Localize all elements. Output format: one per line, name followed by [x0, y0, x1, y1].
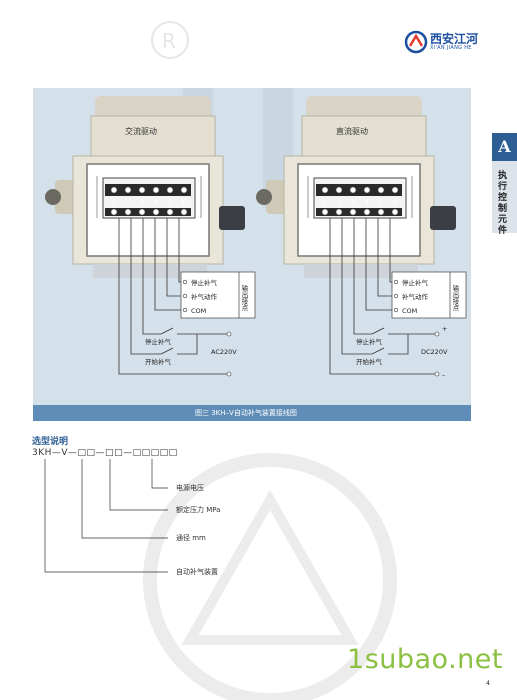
ac-terminal-2: 2 — [126, 199, 130, 206]
label-rated-pressure: 额定压力 MPa — [176, 506, 221, 514]
dc-terminal-1: 1 — [323, 199, 327, 206]
chapter-letter: A — [492, 133, 517, 161]
ac-terminal-6: 6 — [182, 199, 186, 206]
chapter-side-tab: A 执行控制元件 — [492, 133, 517, 236]
model-code-leader-lines — [44, 459, 168, 573]
page-number: 4 — [486, 680, 490, 687]
dc-switch-stop: 停止补气 — [356, 337, 383, 346]
selection-section-title: 选型说明 — [32, 437, 69, 447]
figure-caption-bar: 图三 3KH–V自动补气装置接线图 — [33, 405, 471, 421]
dc-unit-title: 直流驱动 — [336, 126, 368, 136]
ac-output-box-label: 输出接点 — [240, 284, 248, 313]
label-supply-voltage: 电源电压 — [176, 484, 204, 492]
emblem-watermark-triangle — [181, 489, 359, 645]
dc-output-action: 补气动作 — [402, 292, 429, 301]
dc-output-box-label: 输出接点 — [451, 284, 459, 313]
wiring-diagram-figure: 交流驱动 1 2 3 4 5 6 — [33, 88, 471, 421]
ac-switch-stop: 停止补气 — [145, 337, 172, 346]
dc-wiring-lines — [329, 218, 467, 375]
ac-terminal-5: 5 — [168, 199, 172, 206]
logo-english-name: XI'AN JIANG HE — [430, 45, 472, 51]
label-nominal-diameter: 通径 mm — [176, 534, 206, 542]
dc-terminal-4: 4 — [365, 199, 369, 206]
ac-unit-title: 交流驱动 — [125, 126, 157, 136]
figure-caption: 图三 3KH–V自动补气装置接线图 — [195, 409, 297, 417]
ac-output-com: COM — [191, 307, 206, 315]
ac-connection-dots — [182, 279, 232, 377]
dc-plus-sign: + — [442, 325, 447, 333]
registered-mark-watermark — [151, 21, 189, 59]
dc-switch-start: 开始补气 — [356, 357, 383, 366]
ac-actuator-unit — [45, 96, 245, 278]
dc-terminal-6: 6 — [393, 199, 397, 206]
dc-actuator-unit — [256, 96, 456, 278]
ac-terminal-1: 1 — [112, 199, 116, 206]
dc-terminal-5: 5 — [379, 199, 383, 206]
ac-terminal-4: 4 — [154, 199, 158, 206]
ac-wiring-lines — [118, 218, 256, 375]
label-auto-air-supply: 自动补气装置 — [176, 568, 218, 576]
dc-terminal-3: 3 — [351, 199, 355, 206]
dc-supply-voltage: DC220V — [421, 348, 448, 356]
wiring-diagram: 交流驱动 1 2 3 4 5 6 — [45, 88, 467, 379]
dc-terminal-2: 2 — [337, 199, 341, 206]
dc-terminal-screws — [321, 186, 399, 216]
dc-output-stop: 停止补气 — [402, 278, 429, 287]
ac-supply-voltage: AC220V — [211, 348, 237, 356]
chapter-title: 执行控制元件 — [498, 171, 508, 236]
dc-minus-sign: – — [442, 371, 445, 379]
dc-connection-dots — [393, 279, 440, 377]
ac-terminal-3: 3 — [140, 199, 144, 206]
model-code: 3KH—V—□□—□□—□□□□□ — [32, 448, 178, 458]
site-watermark: 1subao.net — [347, 644, 503, 675]
logo-chinese-name: 西安江河 — [430, 32, 479, 46]
ac-switch-start: 开始补气 — [145, 357, 172, 366]
ac-terminal-screws — [110, 186, 188, 216]
dc-output-com: COM — [402, 307, 417, 315]
registered-letter: R — [162, 29, 176, 53]
company-logo: 西安江河 XI'AN JIANG HE — [404, 30, 479, 56]
logo-icon — [404, 30, 428, 54]
ac-output-stop: 停止补气 — [191, 278, 218, 287]
emblem-watermark-ring — [143, 453, 397, 700]
ac-output-action: 补气动作 — [191, 292, 218, 301]
